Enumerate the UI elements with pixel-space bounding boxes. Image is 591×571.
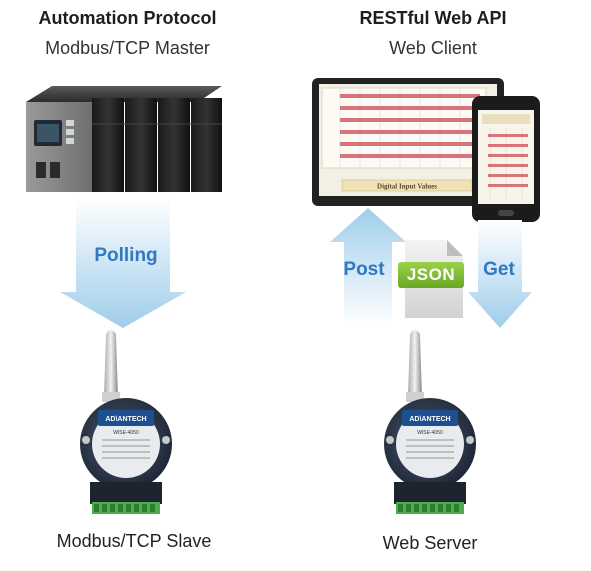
- post-label: Post: [343, 259, 385, 280]
- tablet-panel-label: Digital Input Values: [377, 183, 437, 191]
- left-title: Automation Protocol: [38, 8, 217, 28]
- device-brand-left: AD\ANTECH: [105, 416, 146, 423]
- polling-arrow: [60, 198, 186, 328]
- polling-label: Polling: [94, 245, 158, 266]
- right-caption: Web Server: [382, 533, 478, 553]
- modbus-slave-device-image: AD\ANTECH WISE-4050: [80, 330, 172, 514]
- get-arrow: [468, 220, 532, 328]
- device-model-left: WISE-4050: [113, 430, 139, 436]
- post-arrow: [330, 208, 406, 324]
- right-subtitle: Web Client: [389, 38, 477, 58]
- right-title: RESTful Web API: [359, 8, 507, 28]
- json-badge: JSON: [398, 262, 464, 288]
- get-label: Get: [483, 259, 515, 280]
- left-subtitle: Modbus/TCP Master: [45, 38, 210, 58]
- plc-master-image: [26, 86, 222, 192]
- web-server-device-image: AD\ANTECH WISE-4050: [384, 330, 476, 514]
- device-brand-right: AD\ANTECH: [409, 416, 450, 423]
- left-caption: Modbus/TCP Slave: [56, 531, 212, 551]
- web-client-devices-image: Digital Input Values: [312, 78, 540, 222]
- device-model-right: WISE-4050: [417, 430, 443, 436]
